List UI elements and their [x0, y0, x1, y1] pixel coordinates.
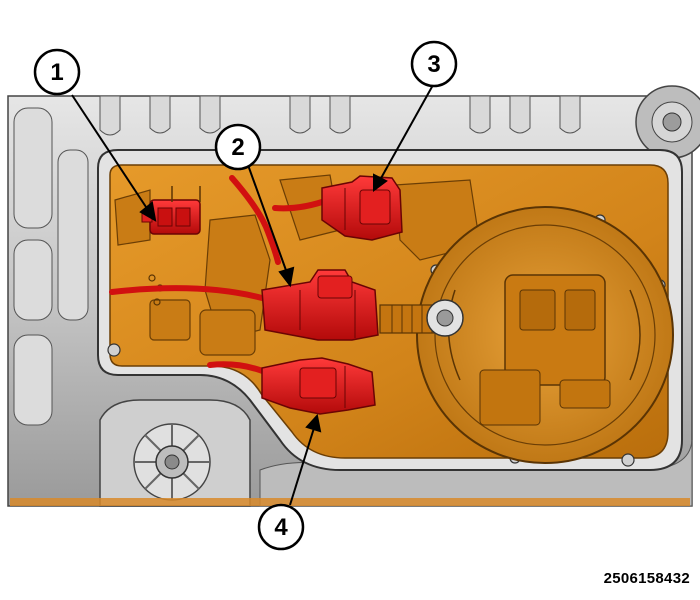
callout-leaders	[71, 84, 434, 506]
callout-3-number: 3	[427, 51, 440, 78]
connector-1	[141, 186, 201, 235]
connector-3	[321, 175, 403, 241]
top-right-boss	[635, 85, 700, 159]
callout-2-number: 2	[231, 134, 244, 161]
callout-1: 1	[33, 48, 81, 96]
callout-4-number: 4	[274, 514, 288, 541]
figure-id: 2506158432	[603, 570, 690, 587]
lower-boss	[99, 399, 251, 507]
callout-3: 3	[410, 40, 458, 88]
threaded-stud	[379, 299, 464, 337]
callout-1-number: 1	[50, 59, 63, 86]
connector-4	[261, 357, 376, 415]
callout-2: 2	[214, 123, 262, 171]
connector-2	[261, 269, 379, 341]
callout-4: 4	[257, 503, 305, 551]
round-module	[416, 206, 674, 464]
